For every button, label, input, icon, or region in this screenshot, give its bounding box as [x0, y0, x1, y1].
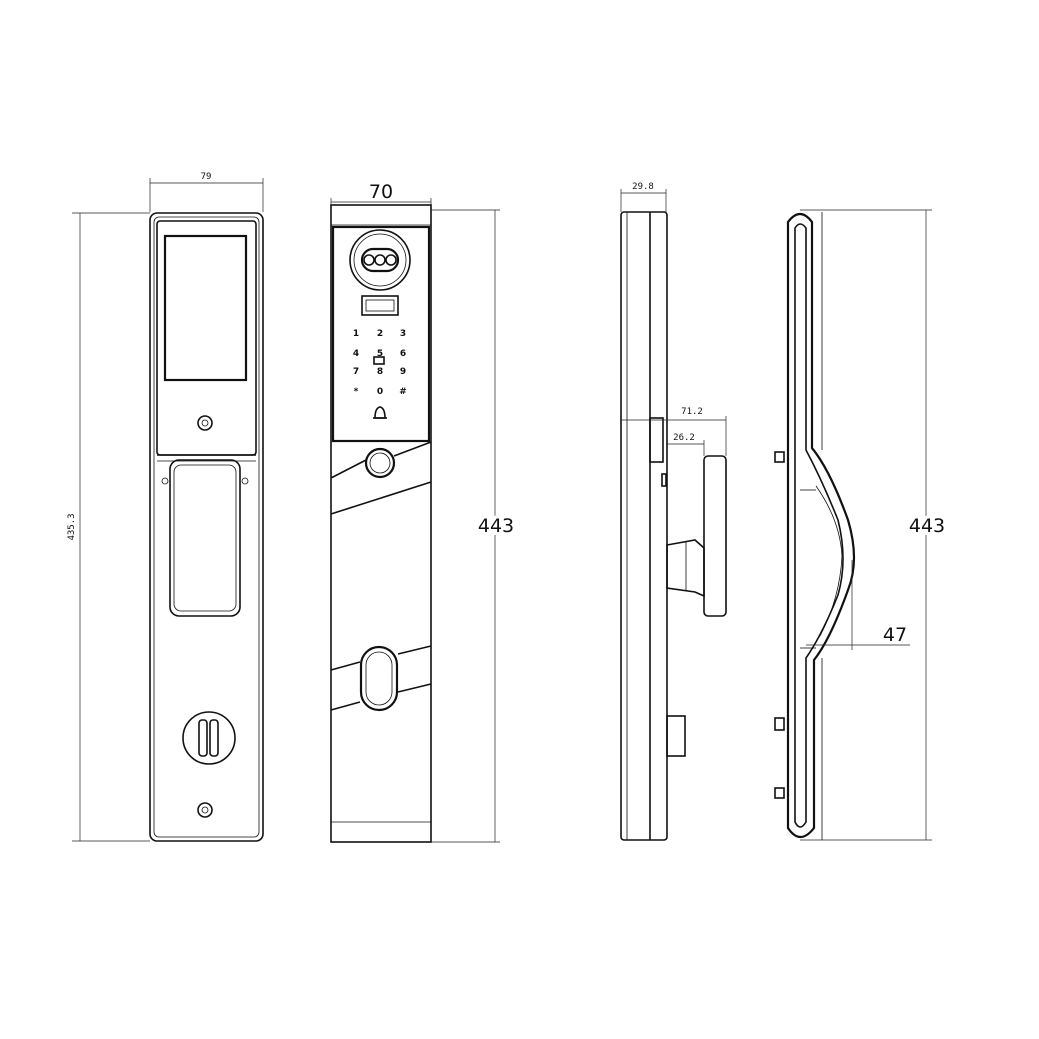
key-1[interactable]: 1: [353, 329, 359, 339]
camera-lens-icon: [349, 229, 411, 291]
inside-panel-view: 79 435.3: [67, 172, 264, 842]
battery-cover: [169, 459, 241, 617]
thumb-turn-knob: [182, 711, 236, 765]
dim-outside-height: 443: [478, 515, 514, 537]
key-6[interactable]: 6: [400, 349, 406, 359]
key-star[interactable]: *: [354, 387, 359, 397]
key-2[interactable]: 2: [377, 329, 383, 339]
key-9[interactable]: 9: [400, 367, 406, 377]
key-hash[interactable]: #: [399, 387, 407, 397]
nfc-card-icon: [373, 356, 385, 365]
key-cylinder-cover: [359, 645, 399, 712]
doorbell-icon: [374, 406, 386, 419]
key-5[interactable]: 5: [377, 349, 383, 359]
key-7[interactable]: 7: [353, 367, 359, 377]
side-knob-profile: [703, 455, 727, 617]
dim-side-depth-total: 71.2: [681, 407, 703, 417]
dim-side-depth-knob: 26.2: [673, 433, 695, 443]
handle-mount-pin-bottom: [774, 787, 785, 799]
handle-mount-pin-mid: [774, 717, 785, 731]
key-8[interactable]: 8: [377, 367, 383, 377]
handle-mount-pin-top: [774, 451, 785, 463]
side-cylinder-tail: [666, 715, 686, 757]
doorbell-button[interactable]: [364, 447, 396, 479]
dim-inside-width: 79: [201, 172, 212, 182]
outside-keypad-housing: [331, 225, 431, 443]
key-3[interactable]: 3: [400, 329, 406, 339]
dim-outside-width: 70: [369, 181, 393, 203]
key-4[interactable]: 4: [353, 349, 359, 359]
dim-side-depth: 29.8: [632, 182, 654, 192]
sensor-window: [361, 295, 399, 316]
inside-sensor-icon: [197, 415, 213, 431]
inside-display-screen: [163, 234, 248, 382]
keypad[interactable]: 1 2 3 4 5 6 7 8 9 * 0 #: [353, 329, 407, 397]
key-0[interactable]: 0: [377, 387, 383, 397]
inside-bottom-screw-icon: [197, 802, 213, 818]
dim-handle-projection: 47: [883, 624, 907, 646]
inside-top-housing: [156, 220, 257, 456]
dim-inside-height: 435.3: [67, 513, 77, 540]
side-view: 29.8 71.2 26.2: [620, 182, 727, 841]
handle-side-view: 443 47: [774, 209, 948, 841]
outside-panel-view: 1 2 3 4 5 6 7 8 9 * 0 #: [330, 181, 517, 843]
dim-handle-height: 443: [909, 515, 945, 537]
